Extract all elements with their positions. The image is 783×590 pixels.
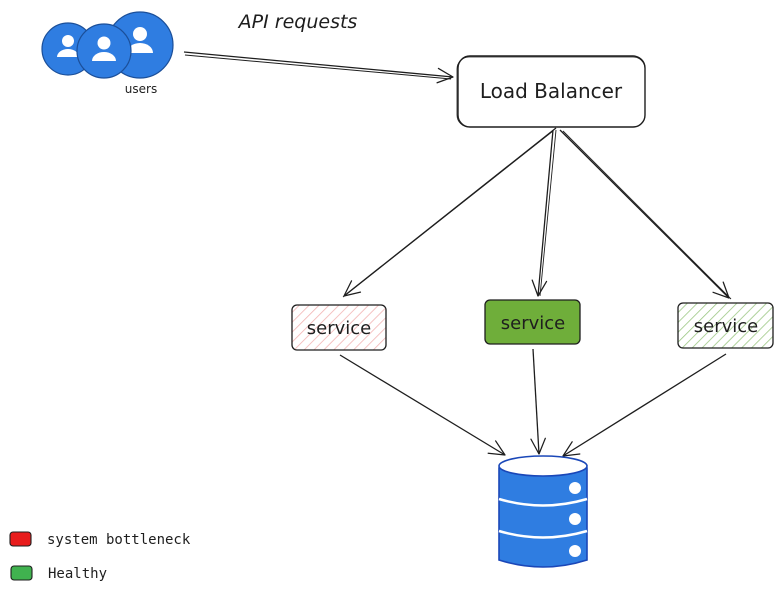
legend: system bottleneck Healthy	[9, 531, 191, 582]
arrow-lb-to-service-left	[342, 127, 557, 298]
service-node-healthy	[677, 302, 774, 349]
database-icon	[498, 455, 588, 568]
load-balancer-label: Load Balancer	[480, 79, 623, 103]
legend-swatch-healthy	[10, 565, 33, 581]
users-icon	[41, 11, 174, 79]
service-label-left: service	[307, 318, 371, 339]
service-label-center: service	[501, 313, 565, 334]
legend-swatch-bottleneck	[9, 531, 32, 547]
legend-label-healthy: Healthy	[48, 566, 107, 582]
service-node-bottleneck	[291, 304, 387, 351]
arrow-lb-to-service-right	[559, 129, 732, 300]
arrow-users-to-load-balancer	[183, 51, 454, 84]
service-label-right: service	[694, 316, 758, 337]
api-requests-label: API requests	[237, 11, 358, 33]
arrow-service-center-to-db	[530, 348, 546, 455]
legend-label-bottleneck: system bottleneck	[47, 532, 191, 548]
service-node-healthy-solid	[484, 299, 581, 345]
arrow-service-right-to-db	[562, 353, 727, 457]
load-balancer-box	[456, 55, 646, 128]
users-label: users	[125, 82, 157, 96]
arrow-service-left-to-db	[339, 354, 506, 456]
arrow-lb-to-service-center	[531, 129, 557, 297]
